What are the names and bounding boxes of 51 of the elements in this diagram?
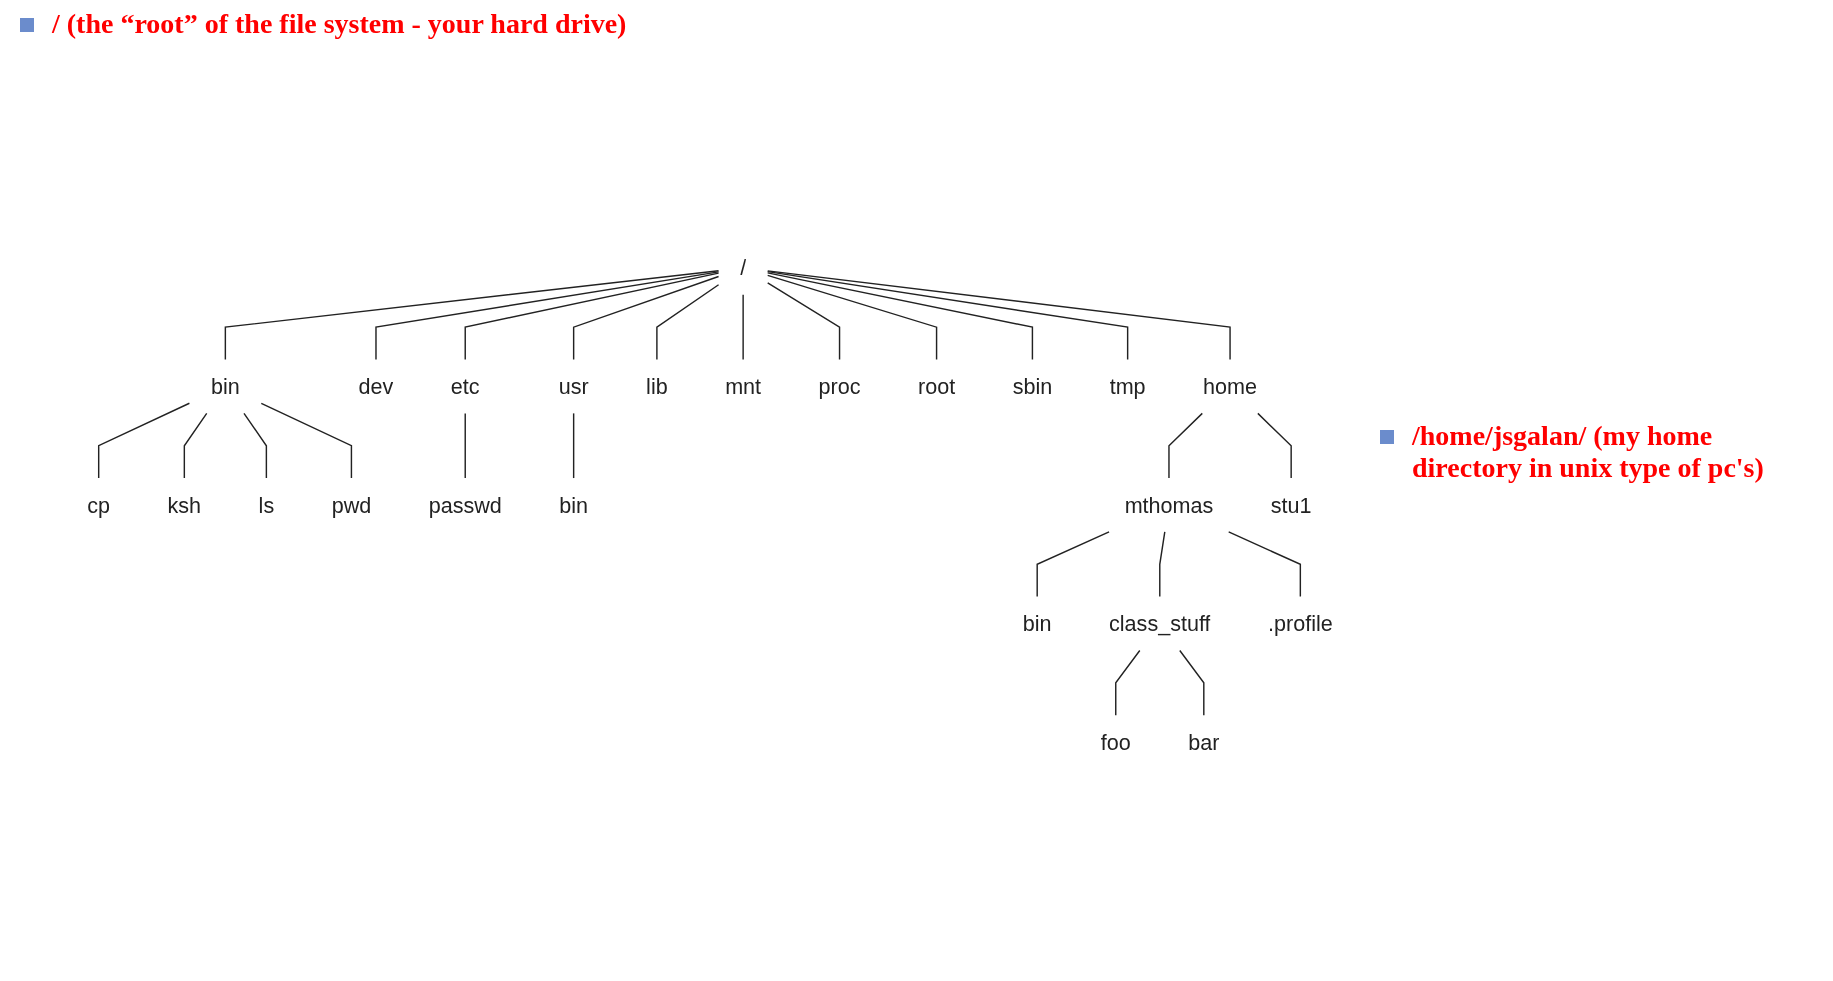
note-text: /home/jsgalan/ (my home directory in unix type of pc's) bbox=[1412, 420, 1765, 484]
directory-label: cp bbox=[87, 493, 111, 517]
directory-label: bin bbox=[210, 374, 240, 399]
tree-line bbox=[766, 274, 938, 361]
directory-label: passwd bbox=[428, 493, 502, 517]
tree-line bbox=[1168, 412, 1203, 479]
directory-label: mthomas bbox=[1124, 493, 1214, 517]
directory-label: / bbox=[740, 256, 747, 280]
directory-label: sbin bbox=[1012, 374, 1053, 399]
tree-line bbox=[766, 270, 1231, 361]
directory-label: ksh bbox=[167, 493, 202, 517]
directory-label: foo bbox=[1100, 730, 1131, 754]
directory-label: proc bbox=[818, 374, 861, 399]
tree-line bbox=[464, 272, 720, 361]
tree-line bbox=[1115, 649, 1141, 716]
tree-line bbox=[656, 284, 720, 361]
directory-label: bin bbox=[559, 493, 589, 517]
note-text: / (the “root” of the file system - your hard drive) bbox=[52, 8, 627, 40]
directory-label: bar bbox=[1188, 730, 1220, 754]
tree-line bbox=[243, 412, 268, 479]
directory-label: home bbox=[1203, 374, 1258, 399]
tree-line bbox=[97, 402, 191, 479]
tree-line bbox=[464, 412, 466, 479]
tree-line bbox=[224, 269, 720, 361]
directory-label: dev bbox=[358, 374, 394, 399]
tree-line bbox=[766, 270, 1129, 361]
directory-label: ls bbox=[258, 493, 275, 517]
tree-line bbox=[1227, 531, 1302, 598]
tree-line bbox=[260, 402, 353, 479]
directory-label: etc bbox=[450, 374, 480, 399]
directory-label: root bbox=[918, 374, 956, 399]
directory-label: lib bbox=[646, 374, 668, 399]
tree-line bbox=[766, 272, 1034, 361]
directory-label: class_stuff bbox=[1109, 611, 1211, 636]
tree-line bbox=[1257, 412, 1292, 479]
directory-label: usr bbox=[558, 374, 589, 399]
tree-line bbox=[1179, 649, 1205, 716]
tree-line bbox=[375, 271, 720, 361]
tree-line bbox=[572, 275, 720, 361]
tree-line bbox=[183, 412, 208, 479]
tree-line bbox=[572, 412, 575, 479]
tree-line bbox=[742, 294, 744, 361]
directory-label: .profile bbox=[1268, 611, 1333, 636]
tree-line bbox=[1159, 531, 1166, 598]
directory-label: pwd bbox=[331, 493, 372, 517]
directory-label: stu1 bbox=[1270, 493, 1312, 517]
tree-line bbox=[766, 282, 841, 361]
tree-line bbox=[1036, 531, 1110, 598]
directory-label: bin bbox=[1022, 611, 1052, 636]
directory-label: tmp bbox=[1109, 374, 1146, 399]
directory-label: mnt bbox=[725, 374, 762, 399]
